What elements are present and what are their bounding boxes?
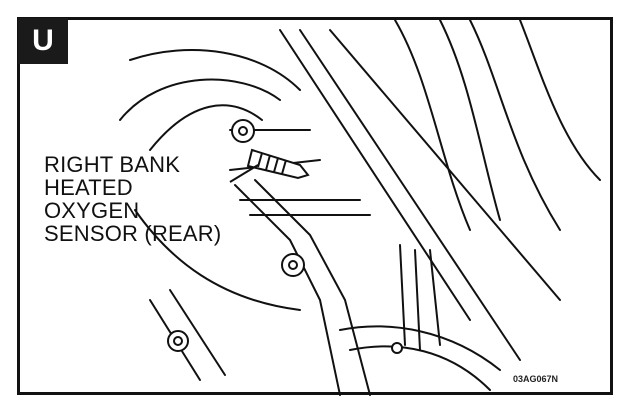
callout-line: HEATED xyxy=(44,175,133,200)
oxygen-sensor xyxy=(246,148,310,180)
figure-code: 03AG067N xyxy=(513,374,559,384)
bracket-arm xyxy=(234,184,341,396)
component-callout: RIGHT BANK HEATED OXYGEN SENSOR (REAR) xyxy=(44,153,221,245)
exhaust-pipe-outline xyxy=(119,78,281,121)
frame-member xyxy=(279,29,471,321)
bolt xyxy=(391,342,403,354)
view-badge: U xyxy=(18,18,68,64)
bolt xyxy=(231,119,255,143)
bolt xyxy=(167,330,189,352)
callout-line: OXYGEN xyxy=(44,198,140,223)
callout-line: SENSOR (REAR) xyxy=(44,221,222,246)
callout-leader xyxy=(229,164,259,183)
figure-frame xyxy=(17,17,613,395)
bolt xyxy=(281,253,305,277)
heat-shield xyxy=(394,19,471,231)
callout-line: RIGHT BANK xyxy=(44,152,181,177)
